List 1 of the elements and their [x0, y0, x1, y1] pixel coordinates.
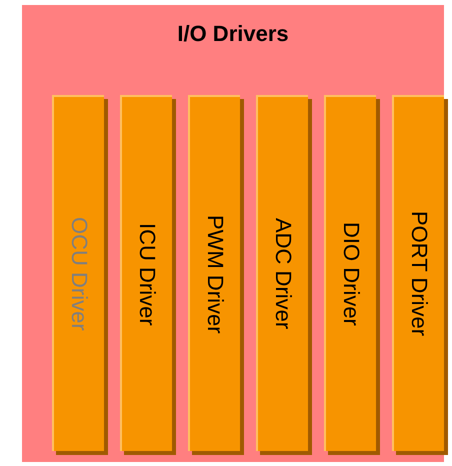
group-title: I/O Drivers: [176, 21, 290, 47]
